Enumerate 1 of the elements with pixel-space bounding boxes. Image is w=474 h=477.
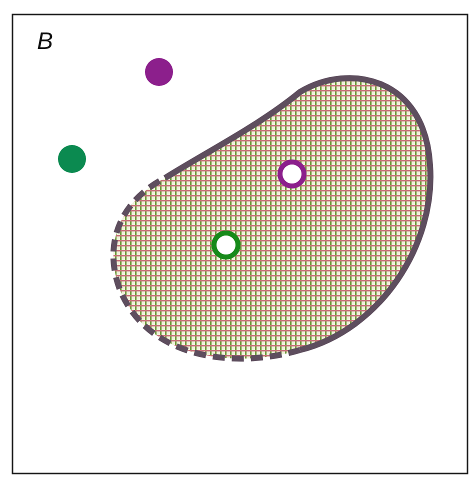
panel-letter: B bbox=[37, 30, 54, 54]
